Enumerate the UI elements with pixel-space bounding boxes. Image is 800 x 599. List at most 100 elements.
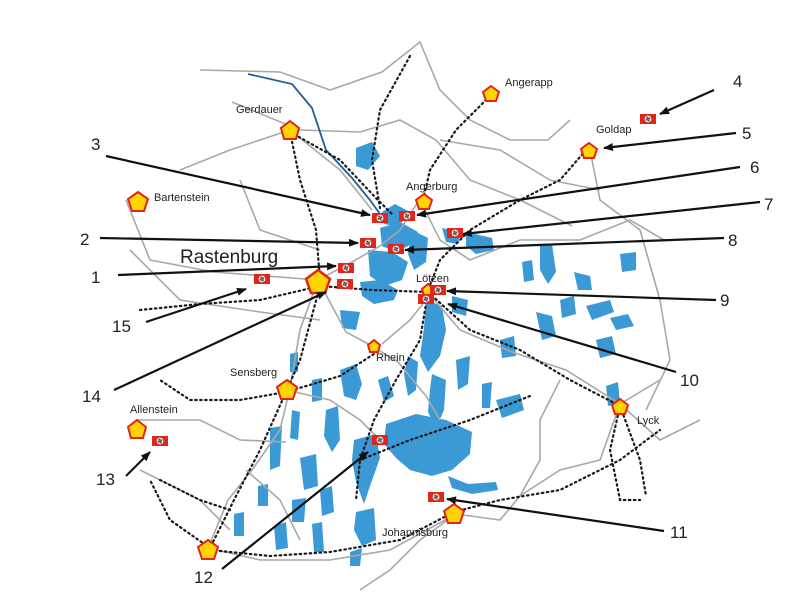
lake (320, 486, 334, 516)
town-marker-southwest (196, 538, 220, 560)
callout-number-5: 5 (742, 124, 751, 143)
lake (356, 142, 380, 170)
towns-layer: Angerapp Gerdauer Goldap Bartenstein Ang… (126, 77, 660, 560)
lake (258, 484, 268, 506)
road (129, 249, 321, 321)
callout-number-2: 2 (80, 230, 89, 249)
lake (522, 260, 534, 282)
lake (428, 374, 446, 428)
lake (234, 512, 244, 536)
town-label-bartenstein: Bartenstein (154, 192, 210, 204)
town-label-allenstein: Allenstein (130, 404, 178, 416)
lake (378, 376, 394, 402)
town-marker-angerburg: Angerburg (406, 181, 457, 210)
railway (284, 348, 382, 394)
railway (288, 130, 394, 216)
town-marker-rhein: Rhein (366, 338, 405, 364)
town-label-johannisburg: Johannisburg (382, 527, 448, 539)
site-flag-6 (398, 210, 416, 222)
callout-arrow-15 (145, 287, 247, 324)
lake (586, 300, 614, 320)
callout-arrow-14 (113, 291, 327, 391)
railway (148, 478, 212, 550)
callout-number-4: 4 (733, 72, 742, 91)
road (589, 149, 671, 411)
railway (422, 94, 492, 198)
callout-number-1: 1 (91, 268, 100, 287)
railway (208, 390, 288, 550)
site-flag-7 (446, 227, 464, 239)
road (231, 101, 573, 227)
lake (340, 310, 360, 330)
railway (608, 404, 642, 502)
road (359, 513, 457, 591)
site-flag-3 (371, 212, 389, 224)
road (381, 299, 427, 345)
callout-number-12: 12 (194, 568, 213, 587)
callout-arrow-11 (446, 496, 665, 533)
town-label-loetzen: Lötzen (416, 273, 449, 285)
site-flag-15 (253, 273, 271, 285)
railway (158, 378, 288, 402)
lake (536, 312, 556, 340)
callout-number-13: 13 (96, 470, 115, 489)
railway (284, 284, 322, 394)
railway (426, 290, 622, 408)
callout-arrow-10 (447, 302, 677, 374)
callout-arrow-2 (99, 236, 359, 247)
town-label-sensberg: Sensberg (230, 367, 277, 379)
lake (596, 336, 616, 358)
road (207, 279, 319, 549)
town-label-lyck: Lyck (637, 415, 660, 427)
site-flag-14 (336, 278, 354, 290)
site-flag-2 (359, 237, 377, 249)
town-marker-sensberg: Sensberg (230, 367, 299, 400)
callout-number-7: 7 (764, 195, 773, 214)
site-flag-8 (387, 243, 405, 255)
town-marker-lyck: Lyck (610, 397, 660, 427)
railways-layer (138, 54, 662, 558)
river (247, 73, 381, 215)
callout-number-10: 10 (680, 371, 699, 390)
railway (288, 130, 322, 282)
callout-number-14: 14 (82, 387, 101, 406)
railway (358, 394, 532, 462)
callout-arrow-4 (659, 88, 715, 116)
lake (274, 522, 288, 550)
lake (456, 356, 470, 390)
lake (360, 280, 398, 304)
railway (208, 510, 456, 558)
callout-arrow-5 (603, 131, 737, 151)
lake (312, 522, 324, 552)
callout-arrow-12 (221, 451, 369, 570)
lake (500, 336, 516, 358)
site-flag-13 (151, 435, 169, 447)
callout-number-8: 8 (728, 231, 737, 250)
site-flag-9 (429, 284, 447, 296)
lake (466, 232, 494, 254)
town-marker-goldap: Goldap (579, 124, 631, 159)
lake (540, 244, 556, 284)
road (619, 403, 701, 441)
railway (618, 404, 648, 498)
road (207, 513, 457, 561)
lake (354, 508, 376, 546)
callout-arrow-3 (105, 154, 371, 217)
road (199, 40, 571, 141)
town-marker-allenstein: Allenstein (126, 404, 178, 439)
road (239, 179, 321, 251)
site-flag-4 (639, 113, 657, 125)
callout-arrow-1 (117, 262, 337, 277)
road (455, 403, 621, 521)
town-label-rhein: Rhein (376, 352, 405, 364)
road (136, 419, 287, 443)
lake (420, 300, 446, 372)
site-flag-10 (417, 293, 435, 305)
railway (426, 148, 588, 292)
town-marker-gerdauer: Gerdauer (236, 104, 301, 140)
road (139, 469, 231, 531)
callout-numbers-layer: 1 2 3 4 5 6 7 8 9 10 11 12 13 14 15 (80, 72, 773, 587)
town-marker-bartenstein: Bartenstein (126, 190, 210, 212)
lake (368, 250, 408, 286)
railway (354, 290, 430, 502)
